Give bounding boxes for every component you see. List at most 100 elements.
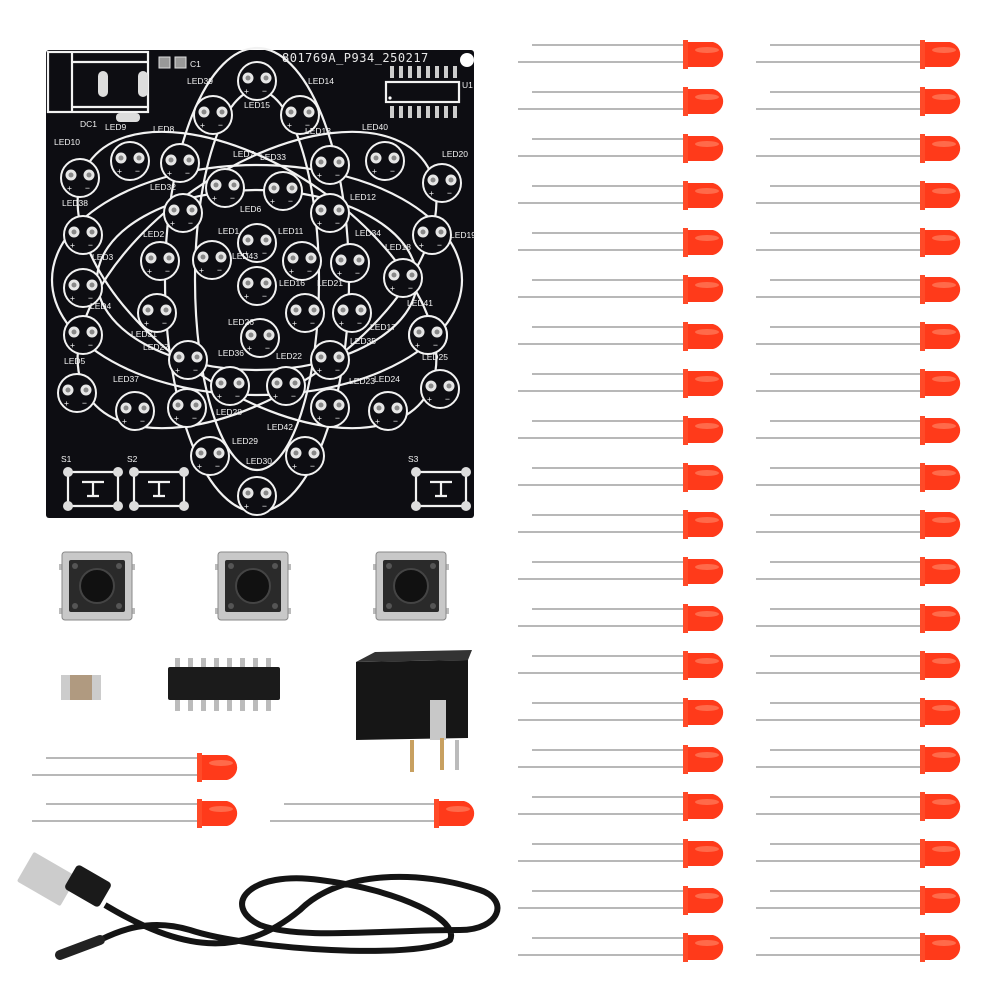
- led-footprint: +−: [237, 476, 277, 516]
- red-led: [518, 134, 724, 163]
- led-footprint: +−: [140, 241, 180, 281]
- red-led: [518, 181, 724, 210]
- led-footprint: +−: [408, 315, 448, 355]
- plus-mark: +: [247, 343, 252, 353]
- ic-footprint: U1: [384, 66, 473, 118]
- led-label: LED32: [150, 182, 176, 192]
- led-label: LED3: [92, 252, 114, 262]
- led-label: LED15: [244, 100, 270, 110]
- plus-mark: +: [144, 318, 149, 328]
- led-footprint: +−: [192, 240, 232, 280]
- minus-mark: −: [291, 391, 296, 401]
- led-footprint: +−: [310, 193, 350, 233]
- led-footprint: +−: [160, 143, 200, 183]
- red-led: [518, 463, 724, 492]
- plus-mark: +: [67, 183, 72, 193]
- loose-leds: [32, 753, 475, 828]
- plus-mark: +: [419, 240, 424, 250]
- red-led: [32, 799, 238, 828]
- led-footprint: +−: [330, 243, 370, 283]
- mounting-hole: [460, 53, 474, 67]
- led-label: LED29: [232, 436, 258, 446]
- red-led: [756, 134, 961, 163]
- led-footprint: +−: [237, 266, 277, 306]
- led-footprint: +−: [420, 369, 460, 409]
- led-label: LED8: [153, 124, 175, 134]
- led-label: LED37: [113, 374, 139, 384]
- red-led: [756, 698, 961, 727]
- plus-mark: +: [197, 461, 202, 471]
- plus-mark: +: [292, 318, 297, 328]
- plus-mark: +: [415, 340, 420, 350]
- plus-mark: +: [70, 240, 75, 250]
- switch-label: S1: [61, 454, 72, 464]
- plus-mark: +: [244, 86, 249, 96]
- plus-mark: +: [427, 394, 432, 404]
- led-footprint: +−: [137, 293, 177, 333]
- minus-mark: −: [305, 120, 310, 130]
- minus-mark: −: [88, 240, 93, 250]
- minus-mark: −: [307, 266, 312, 276]
- plus-mark: +: [292, 461, 297, 471]
- led-footprint: +−: [193, 95, 233, 135]
- plus-mark: +: [429, 188, 434, 198]
- minus-mark: −: [335, 170, 340, 180]
- red-led: [518, 745, 724, 774]
- plus-mark: +: [317, 218, 322, 228]
- minus-mark: −: [408, 283, 413, 293]
- red-led: [518, 416, 724, 445]
- led-footprints: +−LED15+−LED39+−LED14+−LED9+−LED8+−LED10…: [54, 61, 476, 516]
- led-footprint: +−: [266, 366, 306, 406]
- led-label: LED14: [308, 76, 334, 86]
- minus-mark: −: [445, 394, 450, 404]
- led-label: LED35: [350, 336, 376, 346]
- minus-mark: −: [437, 240, 442, 250]
- red-led: [518, 228, 724, 257]
- minus-mark: −: [335, 365, 340, 375]
- plus-mark: +: [167, 168, 172, 178]
- minus-mark: −: [140, 416, 145, 426]
- led-label: LED18: [385, 242, 411, 252]
- plus-mark: +: [175, 365, 180, 375]
- plus-mark: +: [200, 120, 205, 130]
- led-label: LED9: [105, 122, 127, 132]
- led-label: LED5: [64, 356, 86, 366]
- red-led: [518, 557, 724, 586]
- dc-power-jack: [356, 650, 472, 772]
- plus-mark: +: [217, 391, 222, 401]
- red-led: [756, 463, 961, 492]
- led-label: LED42: [267, 422, 293, 432]
- led-label: LED16: [279, 278, 305, 288]
- ic-label: U1: [462, 80, 473, 90]
- led-label: LED4: [90, 301, 112, 311]
- red-led: [518, 933, 724, 962]
- minus-mark: −: [262, 86, 267, 96]
- minus-mark: −: [82, 398, 87, 408]
- red-led: [756, 745, 961, 774]
- minus-mark: −: [218, 120, 223, 130]
- led-label: LED24: [374, 374, 400, 384]
- plus-mark: +: [244, 248, 249, 258]
- red-led: [756, 87, 961, 116]
- led-footprint: +−: [310, 388, 350, 428]
- minus-mark: −: [185, 168, 190, 178]
- red-led: [756, 886, 961, 915]
- led-footprint: +−: [63, 268, 103, 308]
- red-led: [518, 839, 724, 868]
- led-label: LED23: [349, 376, 375, 386]
- plus-mark: +: [147, 266, 152, 276]
- led-grid: [518, 40, 961, 962]
- pcb-board: 801769A_P934_250217 DC1 C1 U1: [46, 46, 476, 518]
- led-footprint: +−: [240, 318, 280, 358]
- usb-cable: [17, 852, 501, 960]
- minus-mark: −: [88, 340, 93, 350]
- led-label: LED11: [278, 226, 304, 236]
- led-footprint: +−: [110, 141, 150, 181]
- red-led: [518, 651, 724, 680]
- dc-label: DC1: [80, 119, 97, 129]
- ic-chip: [168, 658, 280, 711]
- red-led: [518, 792, 724, 821]
- led-label: LED36: [218, 348, 244, 358]
- led-footprint: +−: [285, 293, 325, 333]
